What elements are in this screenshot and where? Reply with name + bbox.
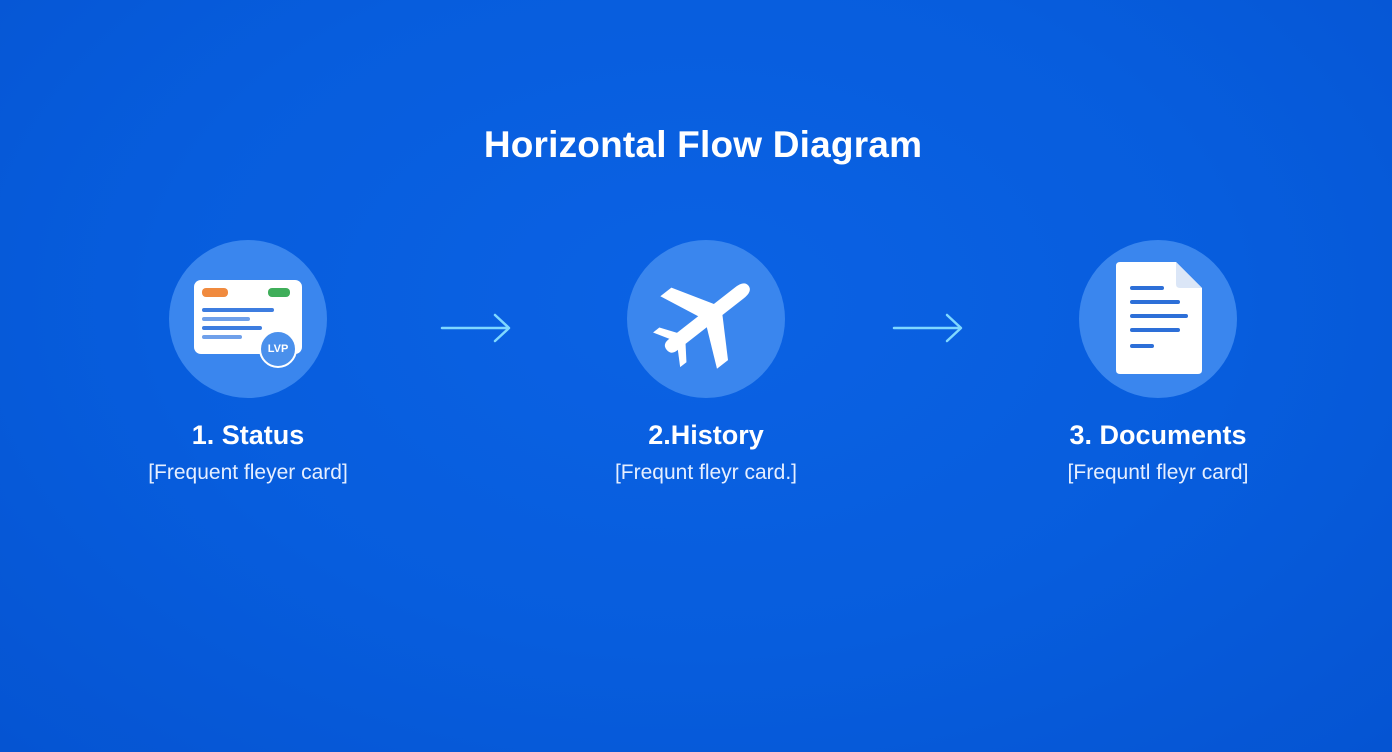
diagram-title: Horizontal Flow Diagram (483, 124, 923, 165)
step-description: [Frequent fleyer card] (148, 461, 348, 484)
flow-step-history: 2.History [Frequnt fleyr card.] (556, 240, 856, 485)
flow-step-status: LVP 1. Status [Frequent fleyer card] (98, 240, 398, 485)
flow-step-documents: 3. Documents [Frequntl fleyr card] (1008, 240, 1308, 485)
step-label: 2.History (648, 420, 764, 450)
step-description: [Frequnt fleyr card.] (614, 461, 798, 484)
arrow-right-icon (440, 312, 514, 344)
flow-arrow (440, 312, 514, 344)
step-circle: LVP (169, 240, 327, 398)
step-description: [Frequntl fleyr card] (1067, 461, 1249, 484)
step-circle (627, 240, 785, 398)
vip-badge: LVP (259, 330, 297, 368)
airplane-icon (651, 269, 761, 369)
badge-text: LVP (267, 343, 289, 355)
arrow-right-icon (892, 312, 966, 344)
flow-arrow (892, 312, 966, 344)
step-label: 3. Documents (1069, 420, 1247, 450)
document-icon (1108, 260, 1208, 378)
step-circle (1079, 240, 1237, 398)
step-label: 1. Status (191, 420, 305, 450)
